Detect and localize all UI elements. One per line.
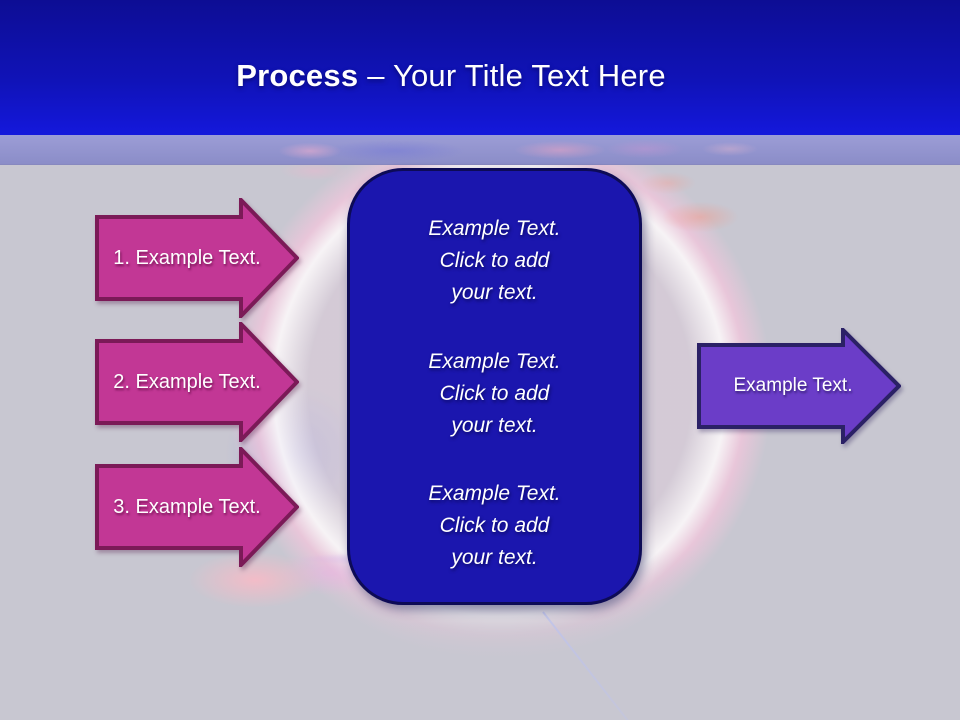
right-block-arrow-shape [697,328,901,444]
process-step-label: 1. Example Text. [113,246,261,269]
panel-text-placeholder-2[interactable]: Example Text. Click to add your text. [428,349,561,437]
panel-text-placeholder-3[interactable]: Example Text. Click to add your text. [428,482,561,569]
right-block-arrow-shape [95,322,299,442]
center-text-panel: Example Text. Click to add your text. Ex… [347,168,642,605]
process-step-arrow-1[interactable]: 1. Example Text. [95,198,299,318]
panel-text-placeholder-1[interactable]: Example Text. Click to add your text. [428,217,561,304]
slide-title[interactable]: Process– Your Title Text Here [236,58,666,94]
process-step-arrow-3[interactable]: 3. Example Text. [95,447,299,567]
process-step-arrow-2[interactable]: 2. Example Text. [95,322,299,442]
slide-header: Process– Your Title Text Here [0,0,960,135]
background-diagonal-line [542,611,629,720]
right-block-arrow-shape [95,198,299,318]
slide-body: 1. Example Text. 2. Example Text. 3. Exa… [0,165,960,720]
slide-title-prefix: Process [236,57,359,93]
right-block-arrow-shape [95,447,299,567]
process-step-label: 3. Example Text. [113,495,261,518]
output-arrow[interactable]: Example Text. [697,328,901,444]
process-step-label: 2. Example Text. [113,370,261,393]
divider-band [0,135,960,165]
output-arrow-label: Example Text. [733,375,853,396]
slide-title-rest: – Your Title Text Here [367,57,666,93]
